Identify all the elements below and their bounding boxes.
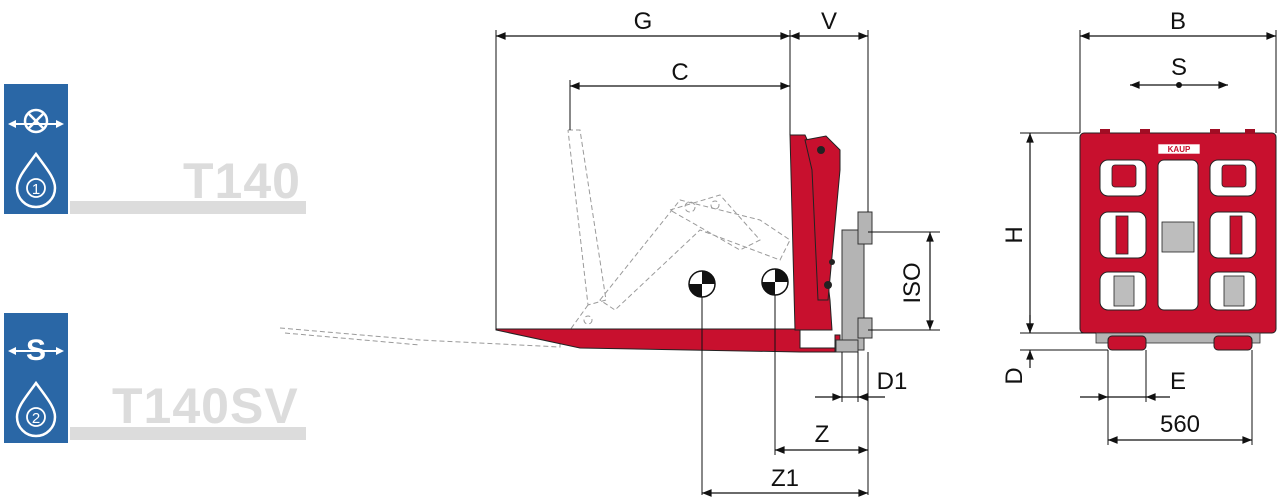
model-badge-t140sv: S 2 — [4, 313, 68, 443]
model-name-t140sv: T140SV — [112, 378, 299, 434]
side-view: G V C ISO D1 Z Z1 — [279, 8, 940, 497]
fork-blade — [495, 328, 841, 353]
dim-label-d1: D1 — [877, 368, 908, 395]
model-underline — [70, 201, 306, 214]
drop-number: 2 — [32, 410, 40, 427]
dim-label-g: G — [634, 8, 653, 35]
dim-label-e: E — [1170, 368, 1186, 395]
dim-label-s: S — [1171, 54, 1187, 81]
brand-label: KAUP — [1168, 145, 1191, 154]
dim-label-c: C — [671, 59, 688, 86]
rotation-x-icon — [8, 108, 64, 134]
dim-label-iso: ISO — [899, 262, 926, 303]
dim-label-h: H — [1001, 226, 1028, 243]
ghost-tilted-frame — [279, 129, 791, 348]
front-view: KAUP B S H D E 560 — [1001, 8, 1277, 445]
side-shift-icon: S — [8, 334, 64, 367]
model-list: 1 T140 S 2 T140SV — [0, 0, 320, 501]
hydraulic-drop-icon: 1 — [15, 151, 57, 209]
dim-label-z: Z — [815, 421, 830, 448]
drop-number: 1 — [32, 181, 40, 198]
dim-label-d: D — [1001, 367, 1028, 384]
model-badge-t140: 1 — [4, 84, 68, 214]
dim-label-560: 560 — [1160, 411, 1200, 438]
tilt-arm — [804, 135, 841, 301]
dim-label-b: B — [1170, 8, 1186, 35]
center-of-gravity-2 — [761, 268, 789, 296]
hydraulic-drop-icon: 2 — [15, 380, 57, 438]
dim-label-v: V — [821, 8, 837, 35]
model-name-t140: T140 — [183, 153, 301, 209]
center-of-gravity-1 — [688, 270, 716, 298]
mounting-plate — [835, 211, 873, 353]
dim-label-z1: Z1 — [771, 465, 799, 492]
model-underline — [70, 427, 306, 440]
